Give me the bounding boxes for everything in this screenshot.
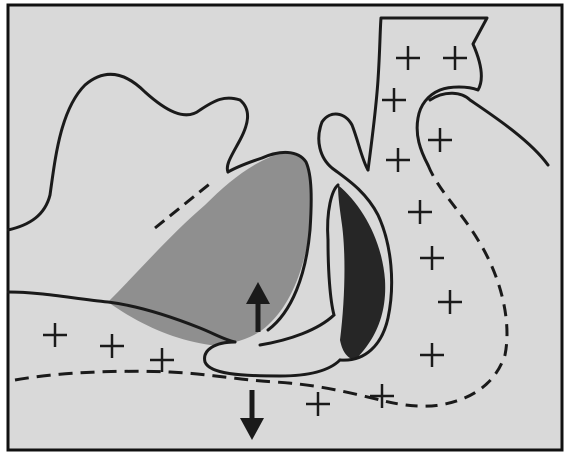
diagram-figure (0, 0, 570, 455)
